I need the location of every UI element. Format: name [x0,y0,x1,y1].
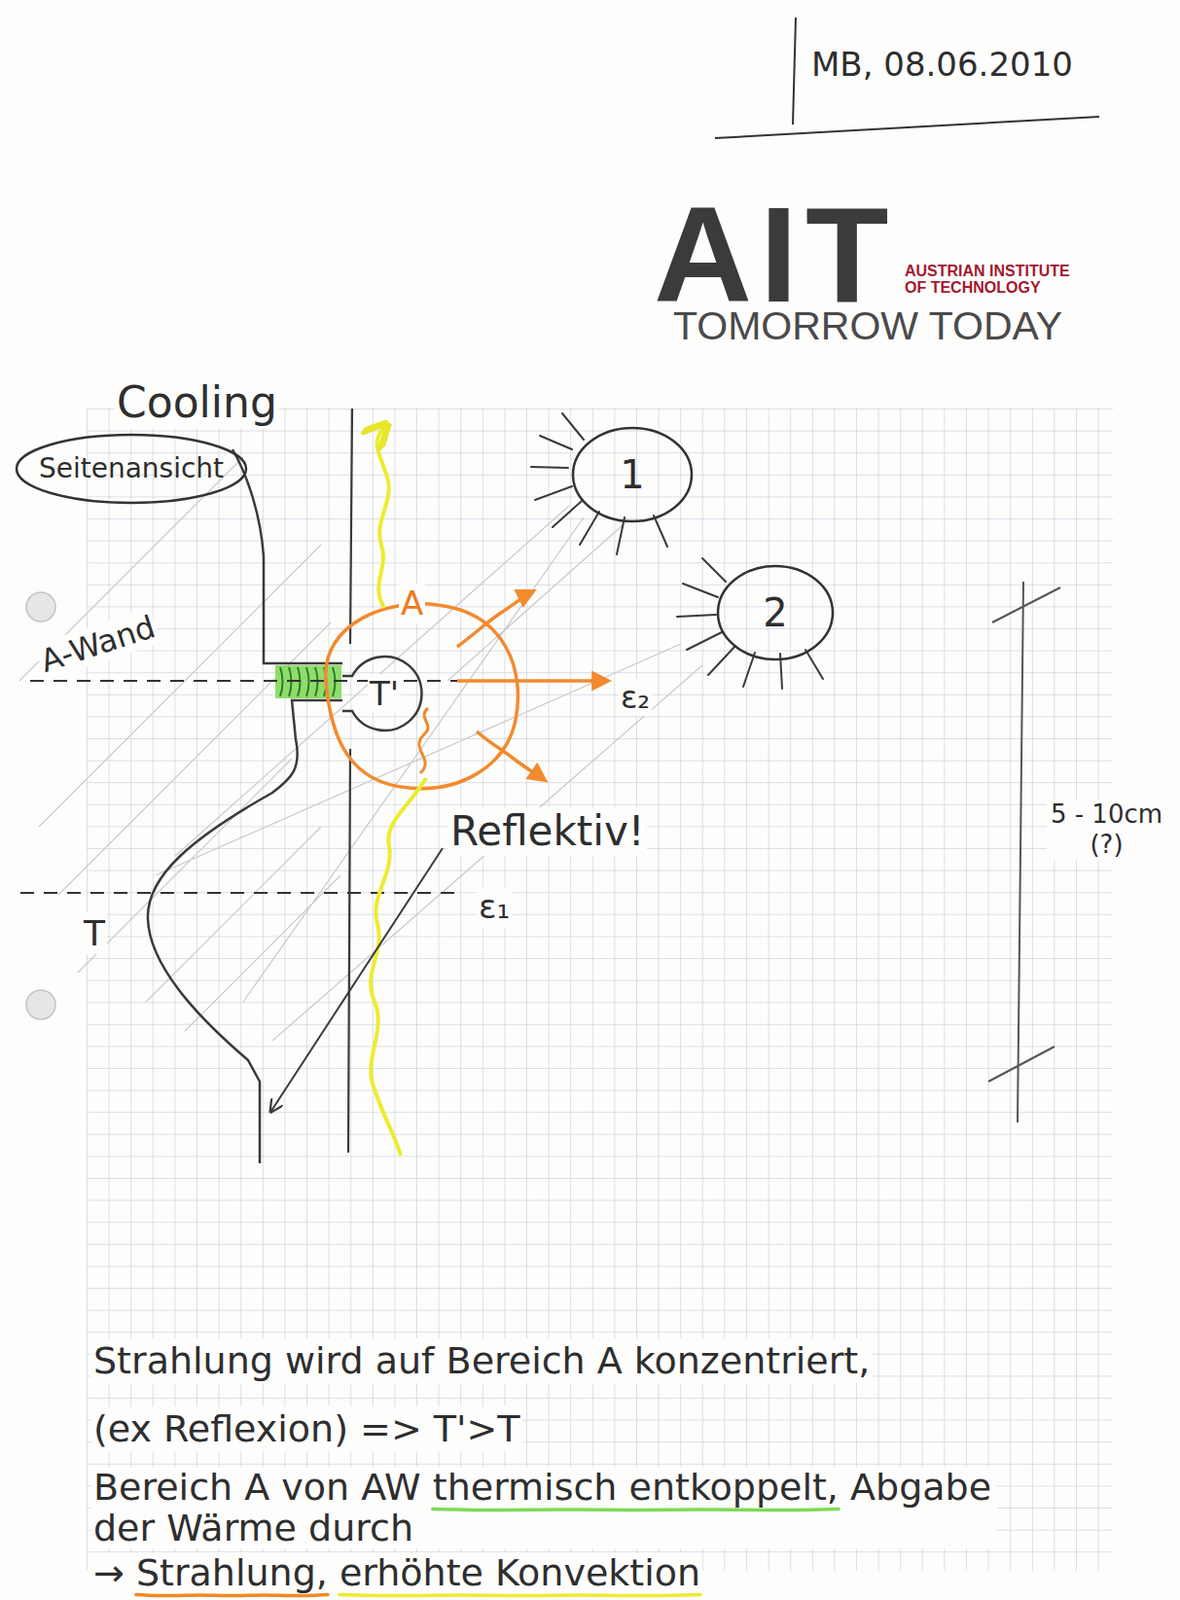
bulb-outline [342,656,422,731]
ellipse-outline [572,428,692,522]
note-line: Strahlung wird auf Bereich A konzentrier… [91,1338,872,1384]
temperature-label: T [81,912,108,955]
header-rule [715,116,1100,139]
level-line [30,679,613,682]
institute-name: AUSTRIAN INSTITUTE OF TECHNOLOGY [902,262,1075,296]
level-line [20,892,455,894]
ellipse-outline [16,434,247,503]
convection-line [376,426,389,608]
node-text: 1 [619,451,644,499]
emission-arrow [457,679,608,683]
note-line: (ex Reflexion) => T'>T [91,1406,523,1452]
heat-squiggle [419,708,429,774]
socket-thread [275,665,342,699]
slogan: TOMORROW TODAY [671,303,1065,350]
wall-profile [232,449,343,664]
punch-hole [26,990,56,1020]
author-date: MB, 08.06.2010 [809,44,1075,85]
dimension-label: 5 - 10cm (?) [1046,799,1167,860]
leader-line [271,848,443,1111]
sun-circle: 1 [571,426,694,524]
sun-rays [677,558,823,689]
emission-arrow [476,731,545,781]
region-letter: A [398,583,426,624]
emission-arrow [457,591,534,647]
note-cooling: Cooling [114,377,280,430]
node-text: Seitenansicht [38,452,224,486]
emissivity-label: ε₁ [476,887,512,928]
highlight-underline [136,1594,328,1596]
wall-line [348,408,353,1153]
note-reflective: Reflektiv! [448,807,647,857]
header-rule [792,17,796,125]
ellipse-outline [717,566,833,660]
convection-line [370,778,427,1156]
reflector-profile [147,700,343,1164]
sun-circle: 2 [715,564,835,662]
highlight-underline [339,1594,701,1596]
view-label-ellipse: Seitenansicht [14,432,249,505]
punch-hole [26,592,56,622]
note-line: → Strahlung, erhöhte Konvektion [91,1552,703,1594]
highlight-underline [432,1508,839,1510]
region-outline [325,604,519,789]
grid-paper [86,408,1113,1572]
temperature-label: T' [367,674,401,715]
logo-letters: AIT [651,186,899,323]
light-ray-hatch [19,457,703,1041]
node-text: 2 [762,589,787,637]
note-line: Bereich A von AW thermisch entkoppelt, A… [91,1466,998,1549]
emissivity-label: ε₂ [618,679,652,716]
